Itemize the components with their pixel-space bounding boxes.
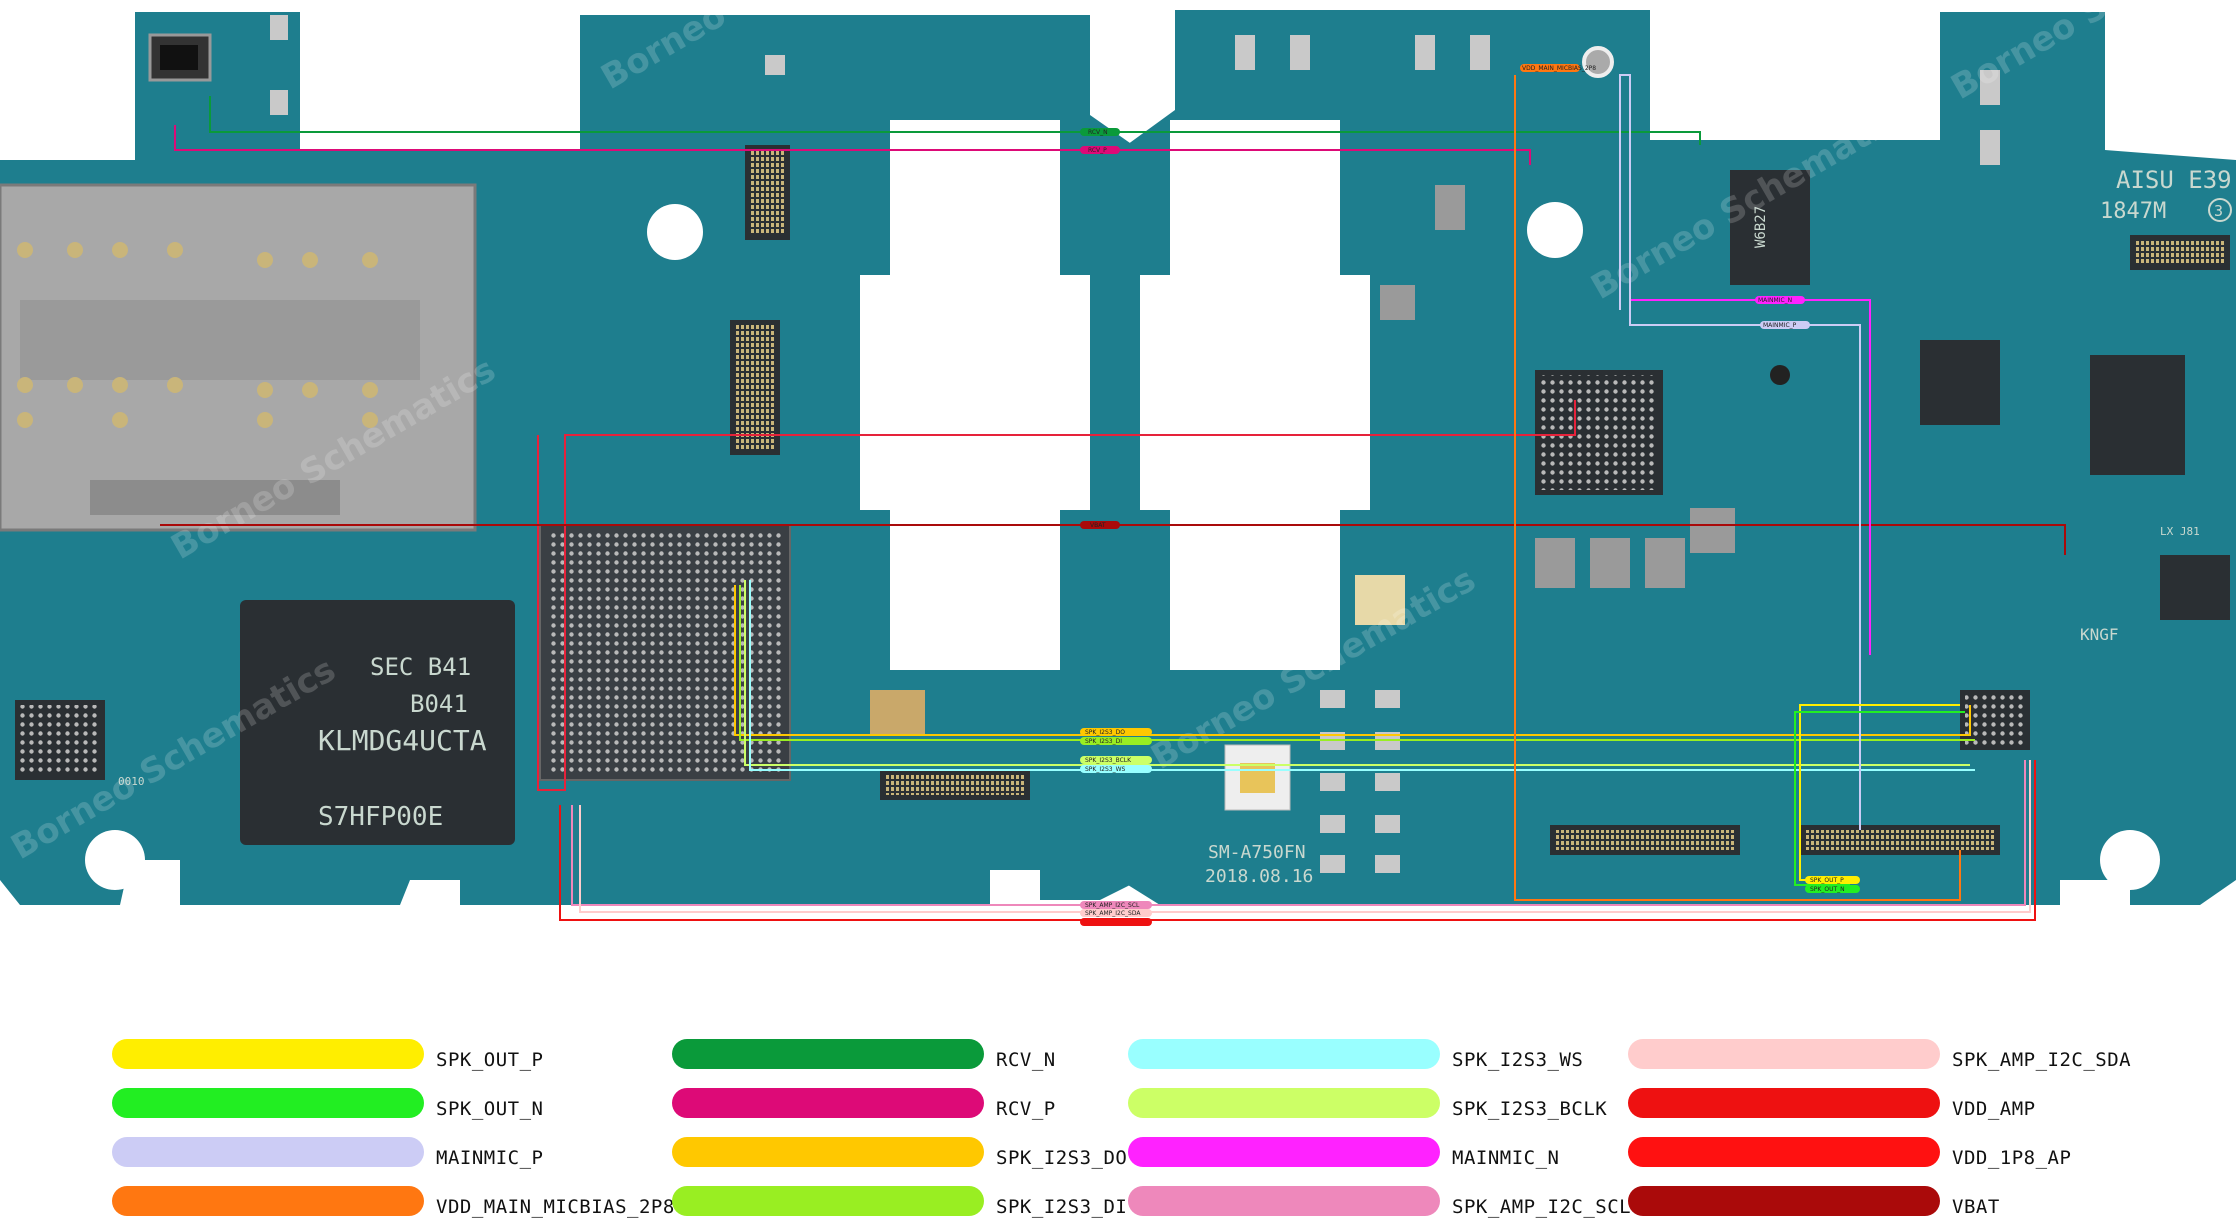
emmc-mark-4: S7HFP00E: [318, 802, 443, 832]
legend-swatch: [1128, 1137, 1440, 1167]
frame-cutout-left: [860, 120, 1090, 670]
tag-i2s-bclk: SPK_I2S3_BCLK: [1085, 757, 1132, 764]
tag-spk-out-p: SPK_OUT_P: [1810, 877, 1844, 884]
legend-label: SPK_I2S3_DI: [996, 1196, 1127, 1218]
mount-hole: [1527, 202, 1583, 258]
tag-amp-sda: SPK_AMP_I2C_SDA: [1085, 910, 1141, 917]
tag-spk-out-n: SPK_OUT_N: [1810, 886, 1845, 893]
legend-swatch: [1128, 1186, 1440, 1216]
legend-swatch: [112, 1137, 424, 1167]
mount-hole: [2100, 830, 2160, 890]
corner-label-2: 1847M: [2100, 199, 2166, 224]
legend-label: SPK_I2S3_WS: [1452, 1049, 1583, 1071]
chip-right-bottom: [2160, 555, 2230, 620]
legend-label: VBAT: [1952, 1196, 2000, 1218]
tag-vbat: VBAT: [1090, 522, 1106, 529]
legend-swatch: [112, 1088, 424, 1118]
pcb-board-view: SEC B41 B041 KLMDG4UCTA S7HFP00E 0010 W6…: [0, 0, 2236, 930]
legend-swatch: [672, 1137, 984, 1167]
board-date-label: 2018.08.16: [1205, 866, 1313, 887]
corner-mark: 3: [2214, 202, 2223, 220]
net-legend: SPK_OUT_P SPK_OUT_N MAINMIC_P VDD_MAIN_M…: [0, 1020, 2236, 1219]
sim-tray-inner: [20, 300, 420, 380]
legend-swatch: [112, 1039, 424, 1069]
legend-swatch: [112, 1186, 424, 1216]
legend-label: MAINMIC_N: [1452, 1147, 1559, 1169]
tag-rcv-p: RCV_P: [1088, 147, 1107, 154]
corner-label-1: AISU E39: [2116, 166, 2232, 194]
chip-ram: [2090, 355, 2185, 475]
legend-swatch: [1628, 1088, 1940, 1118]
legend-label: VDD_AMP: [1952, 1098, 2036, 1120]
emmc-mark-3: KLMDG4UCTA: [318, 724, 487, 757]
mount-hole: [647, 204, 703, 260]
mount-hole: [1770, 365, 1790, 385]
legend-label: SPK_I2S3_BCLK: [1452, 1098, 1607, 1120]
legend-swatch: [672, 1039, 984, 1069]
emmc-mark-2: B041: [410, 690, 468, 718]
legend-label: RCV_N: [996, 1049, 1056, 1071]
qr-code: [870, 690, 925, 735]
legend-label: RCV_P: [996, 1098, 1056, 1120]
tag-rcv-n: RCV_N: [1088, 129, 1108, 136]
legend-swatch: [1628, 1039, 1940, 1069]
legend-swatch: [672, 1088, 984, 1118]
frame-cutout-right: [1140, 120, 1370, 670]
legend-label: VDD_MAIN_MICBIAS_2P8: [436, 1196, 675, 1218]
tag-i2s-do: SPK_I2S3_DO: [1085, 729, 1125, 736]
tag-micbias: VDD_MAIN_MICBIAS_2P8: [1522, 65, 1596, 72]
legend-label: MAINMIC_P: [436, 1147, 543, 1169]
legend-label: SPK_AMP_I2C_SCL: [1452, 1196, 1631, 1218]
legend-label: SPK_OUT_N: [436, 1098, 543, 1120]
legend-swatch: [1128, 1088, 1440, 1118]
tag-mainmic-n: MAINMIC_N: [1758, 297, 1792, 304]
tag-amp-scl: SPK_AMP_I2C_SCL: [1085, 902, 1140, 909]
chip-sdm: [1920, 340, 2000, 425]
legend-swatch: [672, 1186, 984, 1216]
legend-swatch: [1628, 1137, 1940, 1167]
chip-mark-kngf: KNGF: [2080, 625, 2119, 644]
tag-i2s-di: SPK_I2S3_DI: [1085, 738, 1122, 745]
legend-label: SPK_I2S3_DO: [996, 1147, 1127, 1169]
legend-swatch: [1628, 1186, 1940, 1216]
tag-mainmic-p: MAINMIC_P: [1763, 322, 1797, 329]
emmc-mark-1: SEC B41: [370, 653, 471, 681]
legend-swatch: [1128, 1039, 1440, 1069]
legend-label: SPK_OUT_P: [436, 1049, 543, 1071]
legend-label: SPK_AMP_I2C_SDA: [1952, 1049, 2131, 1071]
legend-label: VDD_1P8_AP: [1952, 1147, 2071, 1169]
board-model-label: SM-A750FN: [1208, 842, 1306, 863]
chip-mark-lx: LX J81: [2160, 525, 2200, 538]
tag-i2s-ws: SPK_I2S3_WS: [1085, 766, 1126, 773]
mount-hole: [85, 830, 145, 890]
